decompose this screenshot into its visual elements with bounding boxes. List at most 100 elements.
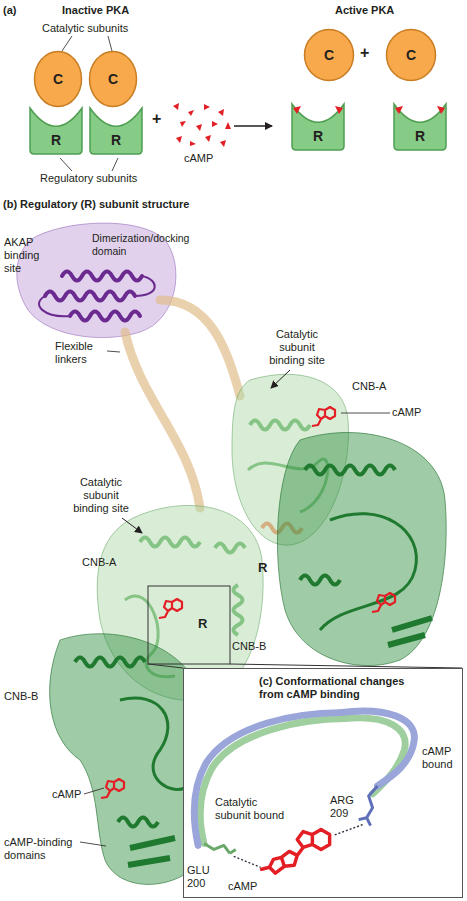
catalytic-subunit: C bbox=[33, 50, 83, 108]
akap-domain bbox=[39, 296, 70, 316]
cnb-b-domain bbox=[128, 838, 175, 865]
cnb-b-domain bbox=[388, 618, 432, 645]
regulatory-subunit: R bbox=[290, 100, 346, 152]
cnb-b-domain bbox=[277, 433, 446, 666]
regulatory-subunit-shape bbox=[394, 104, 446, 150]
subunit-letter: R bbox=[258, 560, 267, 575]
regulatory-subunit-outline bbox=[28, 104, 84, 156]
flexible-linker bbox=[125, 332, 200, 508]
domain-label: Dimerization/docking domain bbox=[92, 232, 202, 257]
inset-box: (c) Conformational changes from cAMP bin… bbox=[183, 668, 463, 898]
camp-triangles bbox=[204, 104, 210, 110]
subunit-letter: C bbox=[108, 71, 118, 87]
inset-illustration bbox=[345, 718, 405, 794]
site-label: Catalytic subunit binding site bbox=[66, 476, 136, 515]
leader-line bbox=[108, 36, 112, 51]
cnb-b-domain bbox=[120, 698, 185, 789]
cnb-b-domain bbox=[277, 433, 446, 666]
domain-label: cAMP-binding domains bbox=[4, 836, 78, 862]
camp-triangles bbox=[190, 141, 196, 146]
leader-line bbox=[62, 36, 72, 51]
camp-triangles bbox=[293, 106, 445, 114]
panel-heading: Active PKA bbox=[335, 4, 394, 17]
panel-heading: (b) Regulatory (R) subunit structure bbox=[3, 198, 189, 211]
inset-illustration bbox=[194, 711, 414, 845]
cnb-a-domain bbox=[234, 585, 243, 635]
camp-triangles bbox=[205, 135, 211, 142]
akap-domain bbox=[39, 276, 155, 316]
panel-heading: Inactive PKA bbox=[62, 4, 129, 17]
catalytic-subunit: C bbox=[88, 50, 138, 108]
panel-letter: (a) bbox=[3, 4, 16, 17]
leader-line bbox=[80, 788, 106, 846]
cnb-a-domain bbox=[312, 407, 335, 426]
leader-line bbox=[80, 842, 106, 846]
camp-triangles bbox=[173, 103, 179, 110]
subunit-letter: C bbox=[406, 47, 416, 63]
subunit-letter: R bbox=[313, 128, 323, 144]
camp-triangles bbox=[212, 121, 218, 127]
leader-line bbox=[107, 351, 120, 352]
domain-label: CNB-B bbox=[232, 640, 266, 653]
camp-triangles bbox=[395, 106, 403, 114]
camp-triangles bbox=[437, 106, 445, 114]
camp-triangles bbox=[218, 109, 224, 116]
regulatory-subunit-outline bbox=[392, 100, 448, 152]
catalytic-subunit-shape bbox=[35, 52, 82, 107]
regulatory-subunit-outline bbox=[88, 104, 144, 156]
camp-triangles bbox=[180, 121, 186, 127]
inset-illustration bbox=[194, 713, 340, 846]
state-label: Catalytic subunit bound bbox=[215, 796, 293, 822]
flexible-linker bbox=[125, 300, 240, 508]
subunit-letter: C bbox=[53, 71, 63, 87]
camp-triangles bbox=[196, 124, 202, 131]
subunit-letter: R bbox=[51, 132, 61, 148]
inset-illustration bbox=[234, 825, 363, 868]
subunit-letter: R bbox=[111, 132, 121, 148]
domain-label: CNB-A bbox=[82, 556, 116, 569]
inset-illustration bbox=[200, 719, 345, 844]
subunit-letter: R bbox=[415, 128, 425, 144]
leader-line bbox=[84, 788, 104, 794]
inset-illustration bbox=[262, 830, 330, 874]
inset-heading: (c) Conformational changes from cAMP bin… bbox=[259, 675, 431, 701]
cnb-a-domain bbox=[215, 544, 245, 553]
camp-triangles bbox=[220, 140, 226, 147]
zoom-frame bbox=[148, 664, 183, 668]
catalytic-subunit: C bbox=[385, 28, 437, 82]
camp-triangles bbox=[293, 106, 301, 114]
part-label: Flexible linkers bbox=[55, 340, 107, 366]
regulatory-subunit-shape bbox=[90, 108, 142, 154]
molecule-label: cAMP bbox=[52, 788, 81, 801]
cnb-b-domain bbox=[305, 466, 395, 475]
camp-triangles bbox=[176, 136, 182, 143]
akap-domain bbox=[62, 272, 142, 281]
leader-line bbox=[341, 413, 390, 414]
plus-sign: + bbox=[360, 44, 369, 62]
molecule-label: cAMP bbox=[228, 880, 257, 893]
residue-label: ARG 209 bbox=[330, 794, 366, 820]
state-label: cAMP bound bbox=[422, 745, 462, 771]
cnb-b-domain bbox=[101, 779, 124, 798]
cnb-b-domain bbox=[320, 514, 416, 630]
molecule-label: cAMP bbox=[184, 152, 213, 165]
akap-domain bbox=[45, 292, 135, 301]
domain-label: CNB-B bbox=[4, 690, 38, 703]
zoom-frame bbox=[148, 586, 230, 664]
regulatory-subunit: R bbox=[392, 100, 448, 152]
pointer-arrow bbox=[122, 518, 142, 533]
inset-illustration bbox=[359, 786, 378, 826]
site-label: Catalytic subunit binding site bbox=[262, 328, 332, 367]
catalytic-subunit-shape bbox=[90, 52, 137, 107]
part-label: Catalytic subunits bbox=[42, 22, 128, 35]
regulatory-subunit: R bbox=[28, 104, 84, 156]
cnb-b-domain bbox=[300, 576, 340, 585]
camp-triangles bbox=[335, 106, 343, 114]
leader-line bbox=[60, 158, 72, 171]
cnb-a-domain bbox=[159, 599, 182, 618]
residue-label: GLU 200 bbox=[187, 864, 223, 890]
regulatory-subunit-shape bbox=[292, 104, 344, 150]
cnb-b-domain bbox=[372, 593, 395, 612]
cnb-b-domain bbox=[75, 658, 145, 667]
regulatory-subunit: R bbox=[88, 104, 144, 156]
